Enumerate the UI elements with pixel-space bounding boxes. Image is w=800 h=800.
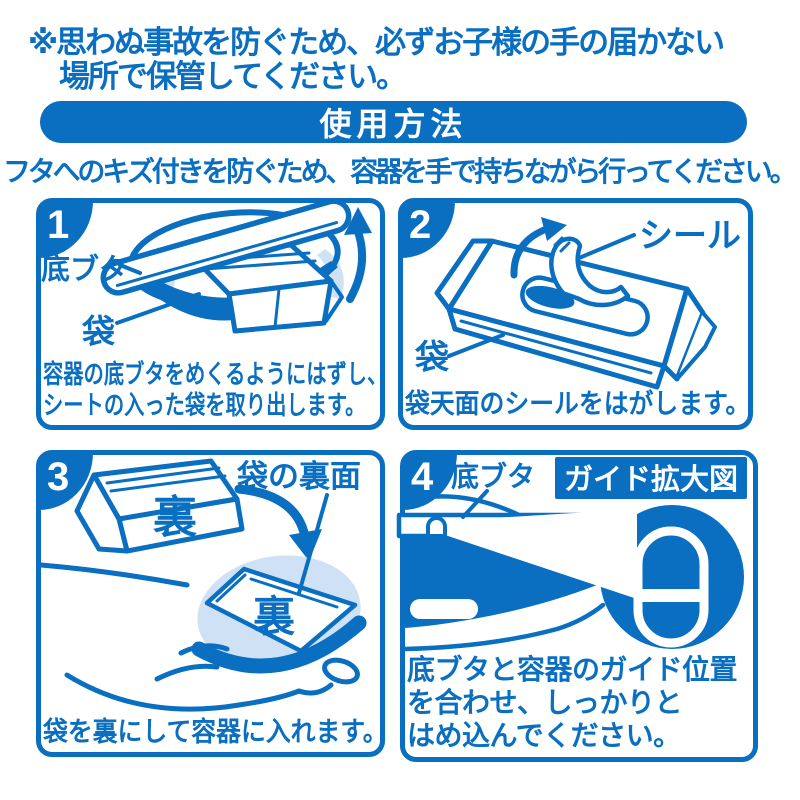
leader-bag <box>447 333 505 358</box>
lift-arrow <box>346 225 367 303</box>
label-bag: 袋 <box>81 313 115 350</box>
label-seal: シール <box>639 217 741 255</box>
step-4-illustration: 底ブタ ガイド拡大図 <box>396 457 747 652</box>
section-title: 使用方法 <box>319 106 468 142</box>
leader-bag-back <box>297 493 329 595</box>
step-2-caption: 袋天面のシールをはがします。 <box>405 389 751 419</box>
leader-bag <box>115 292 201 325</box>
step-1-illustration: 底ブタ 袋 <box>41 198 372 350</box>
guide-zoom-box <box>555 457 747 499</box>
step-4-caption: 底ブタと容器のガイド位置 を合わせ、しっかりと はめ込んでください。 <box>407 654 738 751</box>
container-bottom-edge <box>402 602 606 652</box>
step-1-panel: 1 底ブタ 袋 容器の底ブタをめくるようにはずし、 <box>36 198 388 430</box>
step-2-illustration: シール 袋 <box>414 217 741 390</box>
leader-bottom-lid <box>461 489 489 519</box>
bag-left-gusset <box>74 472 130 554</box>
container-slot <box>410 599 478 619</box>
guide-enlarged <box>633 526 709 648</box>
label-bag-back-side: 袋の裏面 <box>236 459 361 494</box>
section-header: 使用方法 <box>40 101 747 143</box>
leader-bottom-lid <box>118 263 142 275</box>
step-3-illustration: 裏 裏 袋の裏面 <box>38 458 367 712</box>
guide-lid-edge <box>642 589 700 602</box>
hand <box>38 562 360 712</box>
storage-warning-line1: ※思わぬ事故を防ぐため、必ずお子様の手の届かない <box>28 25 725 60</box>
step-1-number-badge: 1 <box>39 201 93 258</box>
label-bottom-lid: 底ブタ <box>451 460 535 492</box>
peel-arrow-head <box>541 217 567 241</box>
magnifier-beam <box>445 509 637 599</box>
flip-arrow <box>234 484 310 542</box>
label-bag: 袋 <box>414 339 449 377</box>
guide-pin-lower <box>428 534 445 550</box>
bag-front-face <box>226 278 334 334</box>
bag-left-gusset <box>434 238 495 312</box>
step-1-caption: 容器の底ブタをめくるようにはずし、 シートの入った袋を取り出します。 <box>43 359 388 420</box>
label-guide-zoom: ガイド拡大図 <box>564 463 738 496</box>
leader-seal <box>577 233 636 260</box>
step-2-panel: 2 シール 袋 袋天面のシールをはがします。 <box>398 198 753 430</box>
bag-right-fold <box>675 311 717 381</box>
bag-in-container <box>204 566 358 654</box>
label-bottom-lid: 底ブタ <box>41 252 128 286</box>
container-highlight <box>189 329 278 340</box>
peel-arrow <box>510 224 553 279</box>
label-back-in-container: 裏 <box>253 593 295 640</box>
bottom-lid-shape <box>100 198 352 296</box>
container-band <box>191 615 367 674</box>
storage-warning-line2: 場所で保管してください。 <box>59 59 407 94</box>
handling-note: フタへのキズ付きを防ぐため、容器を手で持ちながら行ってください。 <box>3 156 798 187</box>
lift-arrow-head <box>344 207 372 235</box>
step-4-panel: 4 底ブタ ガイド拡大図 底ブタと容器のガイド位置 を合わせ、しっかりと はめ込… <box>396 450 758 762</box>
step-3-caption: 袋を裏にして容器に入れます。 <box>43 717 388 747</box>
label-back-on-bag: 裏 <box>153 493 197 542</box>
step-3-panel: 3 裏 裏 袋の裏面 <box>36 450 388 757</box>
storage-warning: ※思わぬ事故を防ぐため、必ずお子様の手の届かない 場所で保管してください。 <box>28 25 725 94</box>
